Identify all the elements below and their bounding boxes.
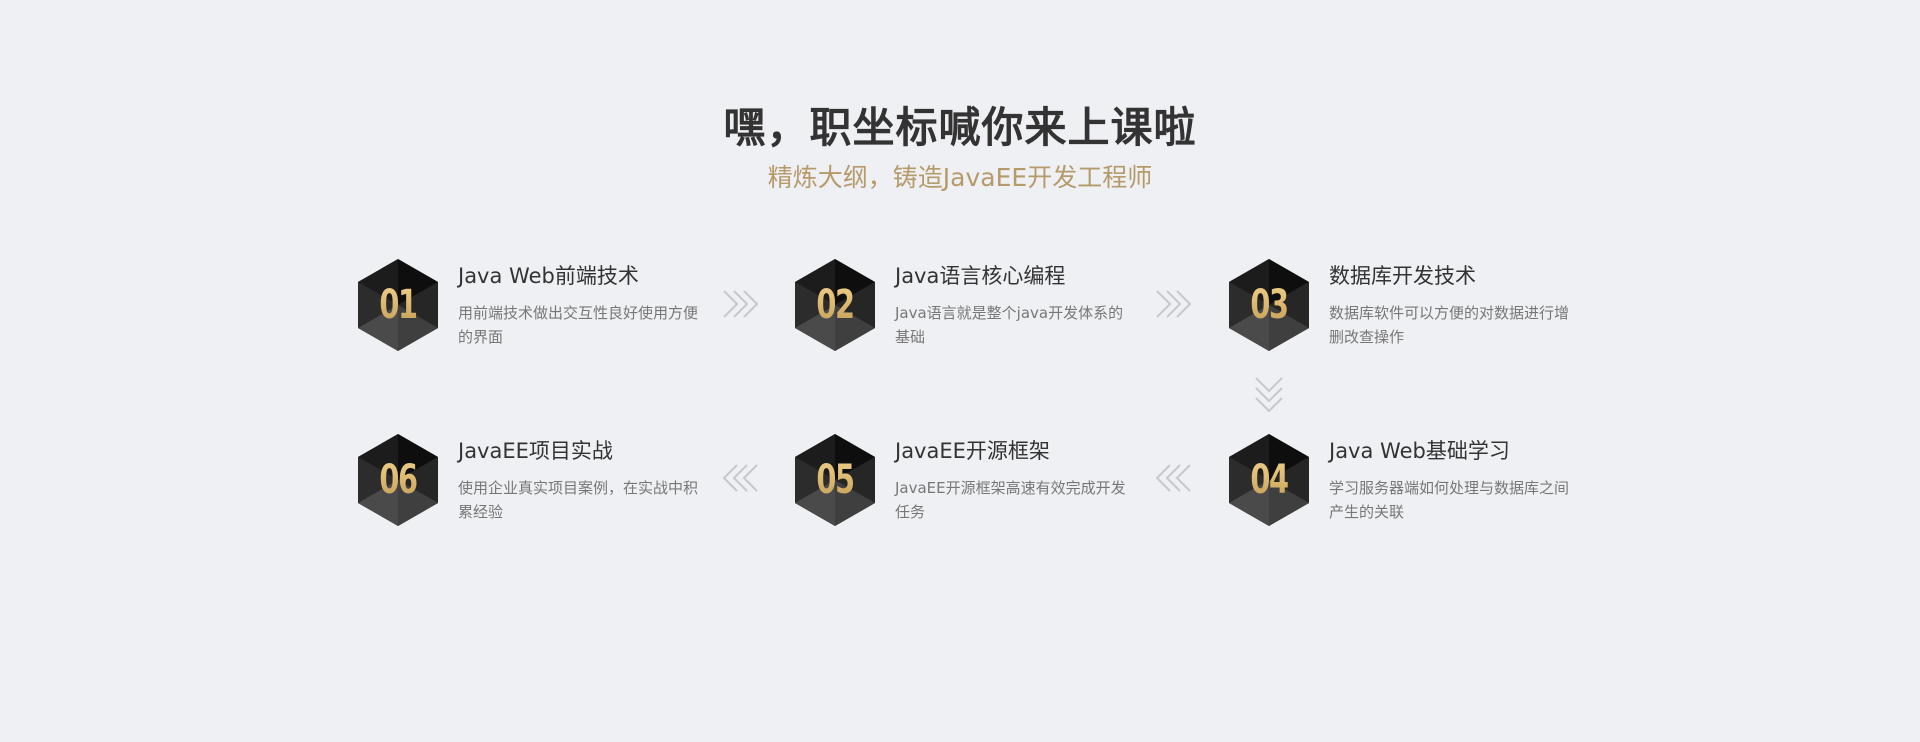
step-04: 04 Java Web基础学习 学习服务器端如何处理与数据库之间产生的关联 (1229, 434, 1629, 534)
step-description: 用前端技术做出交互性良好使用方便的界面 (458, 304, 699, 346)
step-number: 05 (806, 434, 864, 526)
hexagon-badge-icon: 03 (1229, 259, 1309, 351)
step-description: 学习服务器端如何处理与数据库之间产生的关联 (1329, 479, 1570, 521)
hexagon-badge-icon: 05 (795, 434, 875, 526)
step-03: 03 数据库开发技术 数据库软件可以方便的对数据进行增删改查操作 (1229, 259, 1629, 359)
step-01: 01 Java Web前端技术 用前端技术做出交互性良好使用方便的界面 (358, 259, 758, 359)
step-description: 使用企业真实项目案例，在实战中积累经验 (458, 479, 699, 521)
step-number: 01 (369, 259, 427, 351)
step-title: Java语言核心编程 (895, 264, 1066, 288)
hexagon-badge-icon: 04 (1229, 434, 1309, 526)
step-06: 06 JavaEE项目实战 使用企业真实项目案例，在实战中积累经验 (358, 434, 758, 534)
step-title: Java Web前端技术 (458, 264, 639, 288)
step-title: Java Web基础学习 (1329, 439, 1510, 463)
chevrons-right-icon (722, 289, 760, 319)
step-description: 数据库软件可以方便的对数据进行增删改查操作 (1329, 304, 1570, 346)
step-title: JavaEE项目实战 (458, 439, 613, 463)
chevrons-left-icon (1155, 463, 1193, 493)
step-title: 数据库开发技术 (1329, 264, 1476, 288)
step-number: 03 (1240, 259, 1298, 351)
chevrons-left-icon (722, 463, 760, 493)
hexagon-badge-icon: 02 (795, 259, 875, 351)
step-description: JavaEE开源框架高速有效完成开发任务 (895, 479, 1126, 521)
step-05: 05 JavaEE开源框架 JavaEE开源框架高速有效完成开发任务 (795, 434, 1195, 534)
page-title: 嘿，职坐标喊你来上课啦 (723, 103, 1197, 152)
step-number: 06 (369, 434, 427, 526)
step-02: 02 Java语言核心编程 Java语言就是整个java开发体系的基础 (795, 259, 1195, 359)
page-subtitle: 精炼大纲，铸造JavaEE开发工程师 (767, 163, 1153, 192)
hexagon-badge-icon: 01 (358, 259, 438, 351)
hexagon-badge-icon: 06 (358, 434, 438, 526)
step-description: Java语言就是整个java开发体系的基础 (895, 304, 1124, 346)
chevrons-down-icon (1254, 376, 1284, 414)
step-title: JavaEE开源框架 (895, 439, 1050, 463)
chevrons-right-icon (1155, 289, 1193, 319)
step-number: 04 (1240, 434, 1298, 526)
step-number: 02 (806, 259, 864, 351)
